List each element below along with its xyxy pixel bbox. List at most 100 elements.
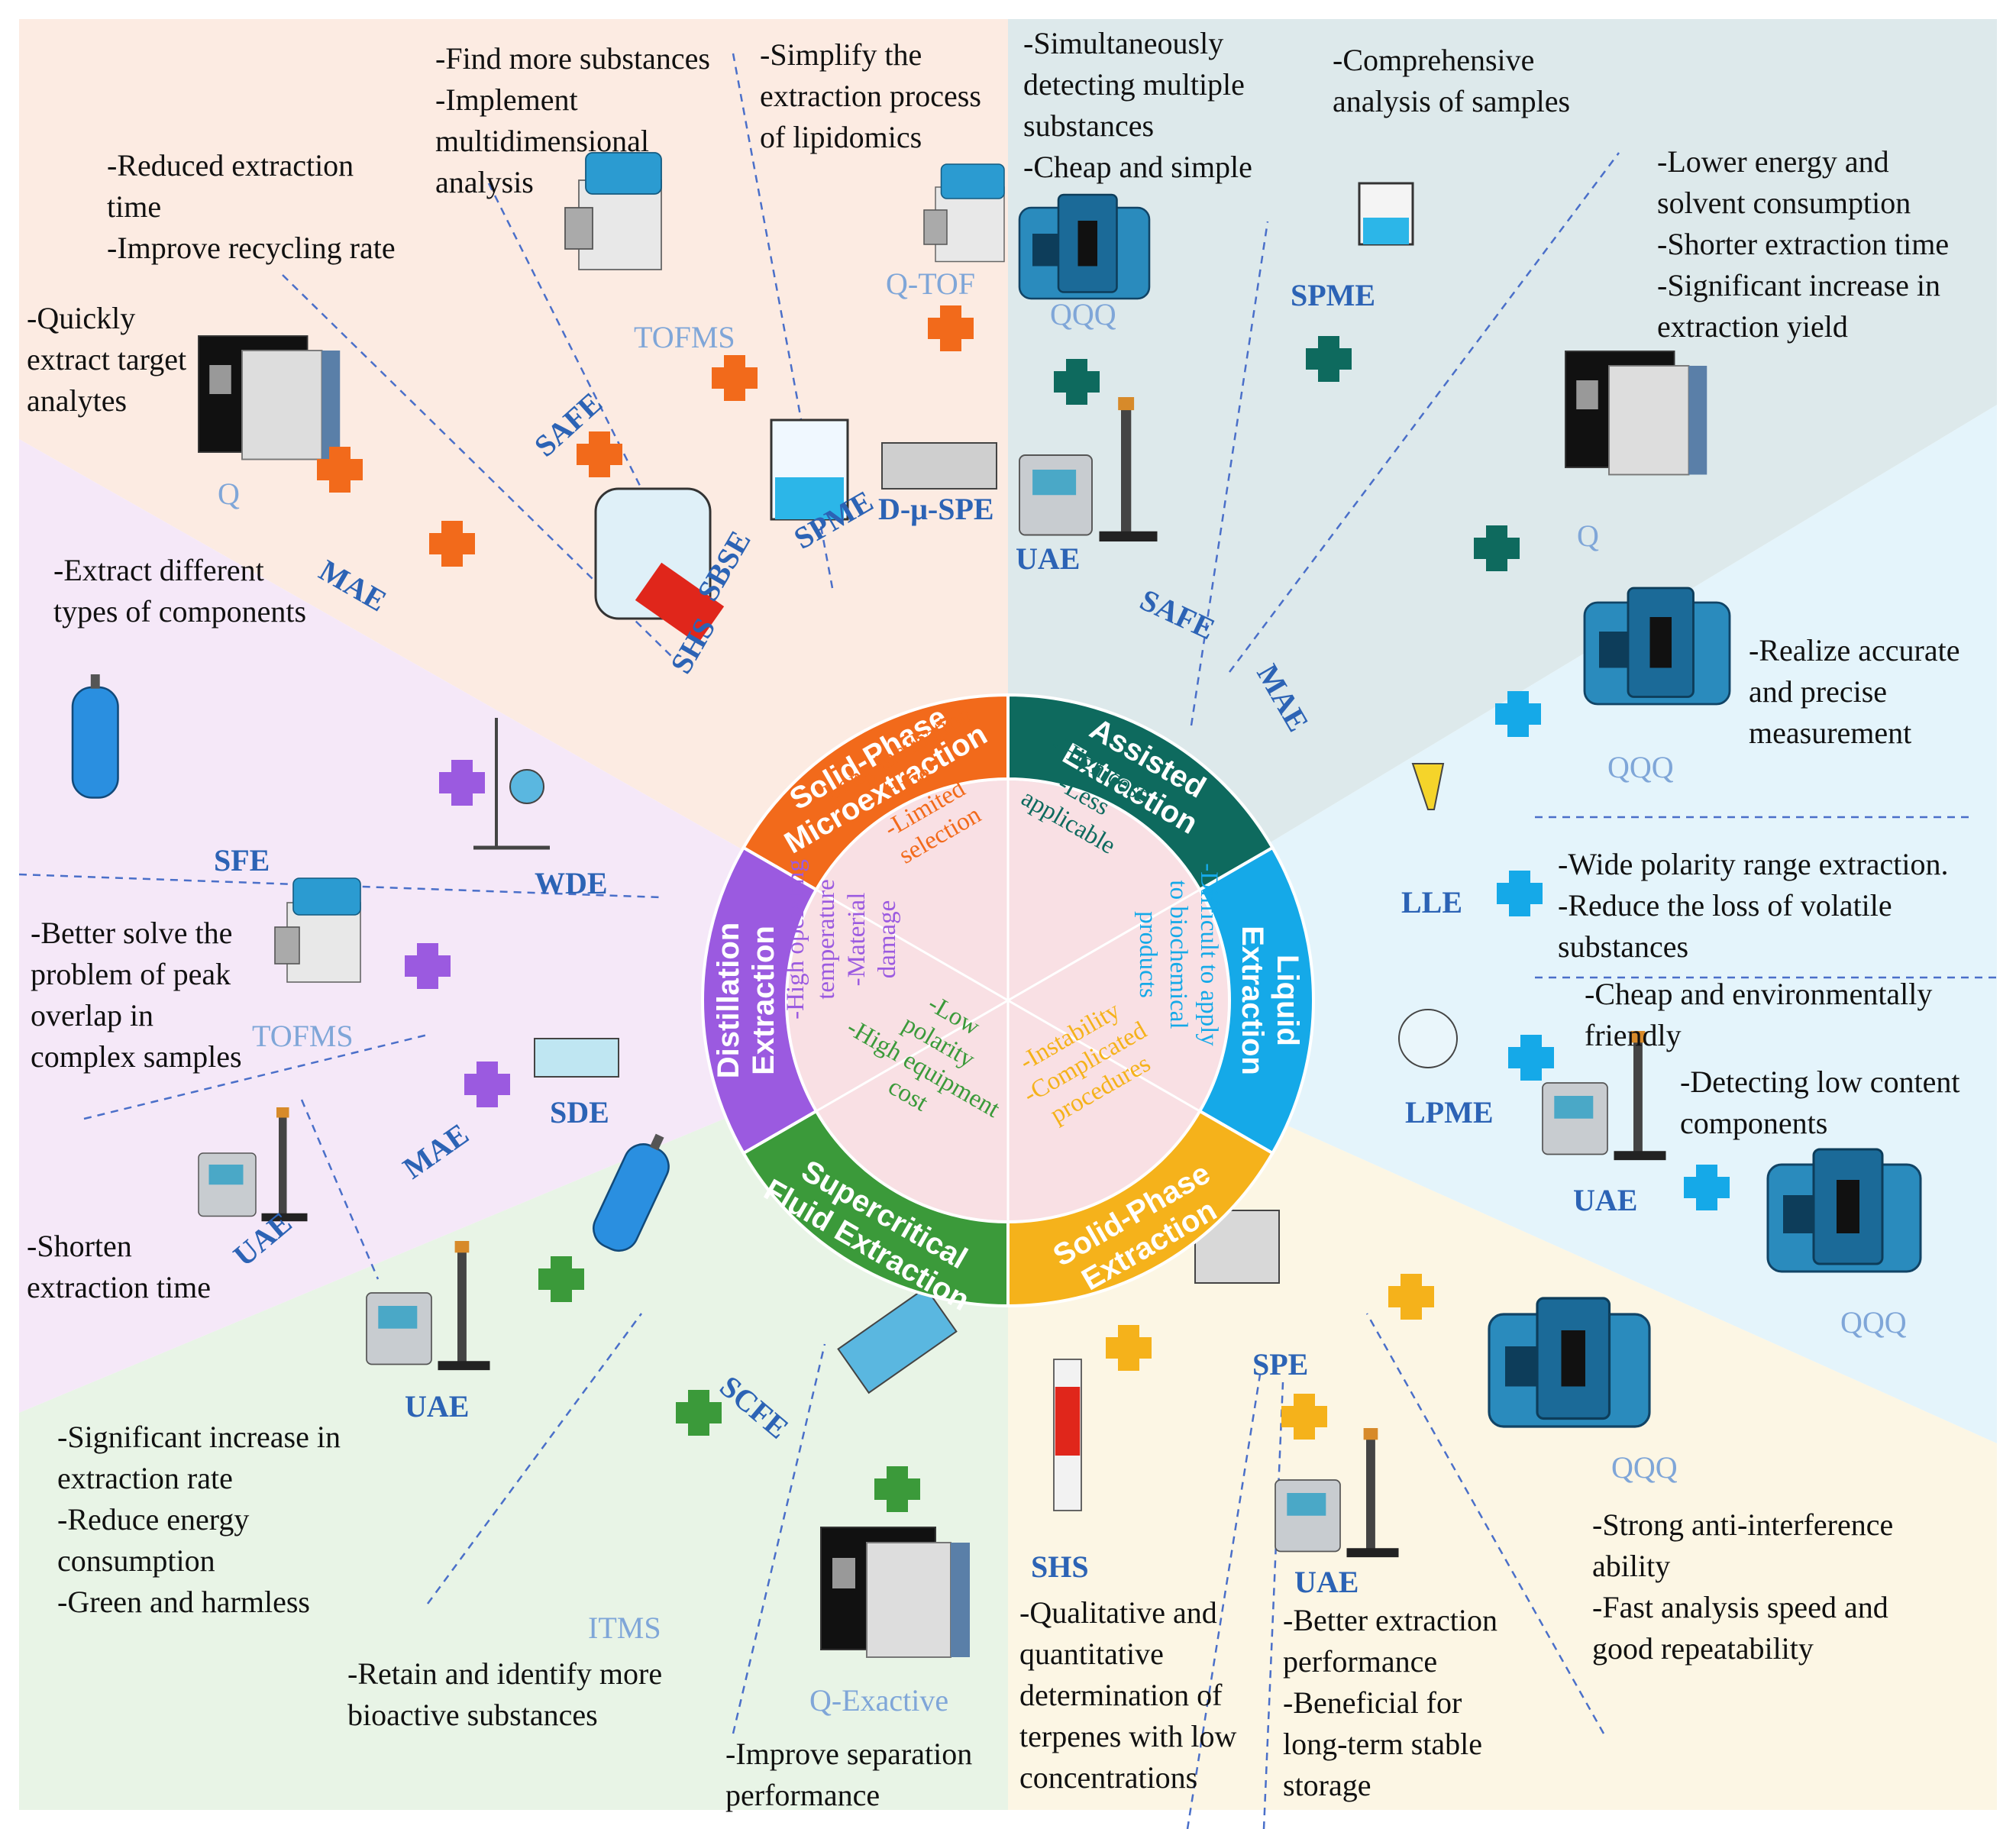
note-line: substances [1558,929,1688,964]
inner-divider [816,999,1009,1112]
ultrasonic-icon [1275,1428,1399,1558]
note-line: determination of [1019,1678,1223,1712]
note-line: performance [1283,1644,1437,1679]
mass-spectrometer-icon [198,335,341,460]
background-sectors [19,19,1997,1810]
note-line: concentrations [1019,1760,1197,1795]
funnel-icon [1411,763,1445,810]
technique-shs-2: SHS [1031,1549,1089,1584]
disadvantage-line: damage [874,900,901,979]
co2-cylinder-icon [593,1133,670,1252]
wde-flask-icon [509,769,544,804]
triple-quad-icon [1766,1148,1922,1273]
note-line: -Reduced extraction [107,148,354,183]
note-line: analytes [27,383,127,418]
technique-wde: WDE [535,866,608,900]
plus-icon [676,1390,722,1436]
triple-quad-icon [1018,193,1151,300]
bg-distillation [19,439,1008,1413]
note-line: time [107,189,161,224]
note-line: -Simultaneously [1023,26,1223,60]
note-line: consumption [57,1543,215,1578]
plus-symbols [317,305,1730,1512]
tofms-icon [274,877,361,983]
note-line: complex samples [31,1039,242,1074]
stir-plate-icon [881,442,997,490]
separator-line [1190,221,1269,726]
bg-liquid [1008,405,1997,1443]
separator-line [732,1343,826,1734]
note-line: -Retain and identify more [347,1656,662,1691]
note-improve-sep: -Improve separation performance [725,1737,972,1812]
instrument-q-2: Q [1577,519,1599,553]
instrument-qqq-1: QQQ [1050,297,1116,331]
note-line: -Significant increase in [1657,268,1940,302]
note-line: extraction process [760,79,981,113]
note-line: long-term stable [1283,1727,1482,1761]
plus-icon [1054,359,1100,405]
note-line: good repeatability [1592,1631,1814,1666]
note-line: analysis [435,165,534,199]
note-line: -Improve separation [725,1737,972,1771]
plus-icon [577,431,622,477]
technique-spe: SPE [1252,1347,1308,1381]
note-line: storage [1283,1768,1371,1802]
note-line: -Beneficial for [1283,1685,1462,1720]
note-line: components [1680,1106,1827,1140]
inner-divider [816,889,1009,1002]
bg-solid-phase-micro [19,19,1008,1000]
ring-label-line: Liquid [1271,955,1304,1046]
note-line: -Realize accurate [1749,633,1959,667]
plus-icon [1684,1165,1730,1210]
note-better-ext: -Better extraction performance -Beneficial… [1283,1603,1497,1802]
disadvantage-line: -High operating [782,859,809,1020]
note-line: -Cheap and simple [1023,150,1252,184]
ring-segment [701,845,819,1155]
plus-icon [1106,1325,1152,1371]
sde-bath-icon [534,1038,619,1078]
plus-icon [538,1256,584,1302]
instrument-qexactive: Q-Exactive [809,1683,948,1718]
instrument-itms: ITMS [588,1611,661,1645]
ultrasonic-icon [366,1241,490,1371]
note-line: performance [725,1778,880,1812]
technique-sde: SDE [550,1095,609,1129]
disadvantage-line: temperature [813,879,840,1000]
note-line: measurement [1749,716,1911,750]
disadvantage-line: -Difficult to apply [1195,863,1223,1046]
note-line: -Better extraction [1283,1603,1497,1637]
note-line: -Quickly [27,301,135,335]
triple-quad-icon [1583,587,1731,706]
tofms-icon [923,163,1005,263]
plus-icon [464,1062,510,1107]
note-line: -Fast analysis speed and [1592,1590,1888,1624]
disadvantage-line: to biochemical [1165,880,1192,1029]
technique-lpme: LPME [1405,1095,1494,1129]
note-line: -Implement [435,82,578,117]
note-line: -Find more substances [435,41,710,76]
note-line: types of components [53,594,306,629]
bg-supercritical [19,1000,1008,1810]
ultrasonic-icon [198,1107,308,1222]
note-line: extraction time [27,1270,211,1304]
plus-icon [712,355,758,401]
technique-uae-2: UAE [1573,1183,1637,1217]
note-line: bioactive substances [347,1698,598,1732]
note-line: problem of peak [31,957,231,991]
instrument-qqq-4: QQQ [1611,1450,1678,1485]
note-line: -Green and harmless [57,1585,310,1619]
mass-spectrometer-icon [1565,351,1707,476]
ring-label-line: Extraction [747,926,780,1075]
